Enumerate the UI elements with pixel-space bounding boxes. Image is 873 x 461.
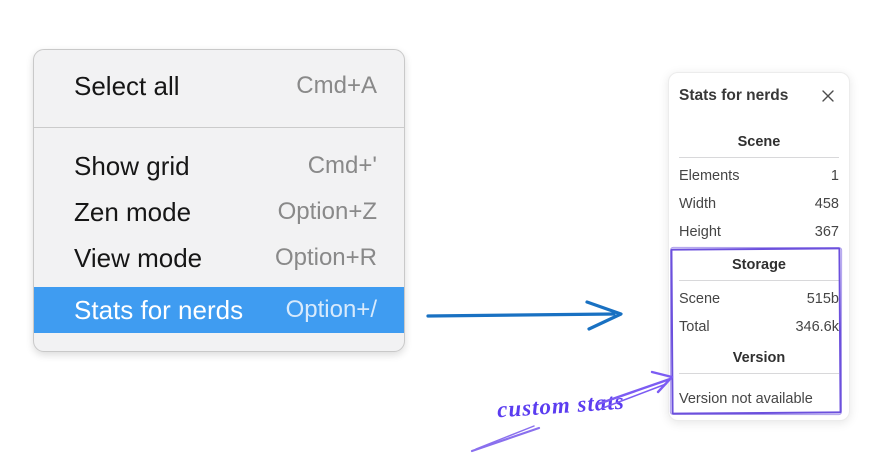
menu-item-label: Show grid — [74, 150, 190, 181]
stat-value: 458 — [814, 196, 839, 212]
stat-row-height: Height 367 — [679, 218, 839, 246]
stat-label: Width — [679, 196, 717, 212]
menu-item-stats-for-nerds[interactable]: Stats for nerds Option+/ — [34, 287, 404, 333]
stats-panel: Stats for nerds Scene Elements 1 Width 4… — [668, 72, 850, 421]
menu-item-label: Select all — [74, 70, 180, 101]
section-divider — [679, 157, 839, 158]
menu-item-label: Zen mode — [74, 196, 192, 227]
stat-value: 1 — [830, 168, 839, 184]
section-divider — [679, 373, 839, 374]
menu-item-label: View mode — [74, 242, 203, 273]
stat-value: 346.6k — [795, 319, 839, 335]
menu-item-shortcut: Option+R — [274, 244, 377, 271]
panel-title: Stats for nerds — [679, 87, 789, 104]
menu-item-shortcut: Cmd+A — [296, 72, 377, 99]
annotation-line-icon — [470, 425, 541, 453]
menu-item-shortcut: Option+/ — [285, 296, 377, 323]
scene-stats: Elements 1 Width 458 Height 367 — [679, 162, 839, 246]
menu-item-show-grid[interactable]: Show grid Cmd+' — [34, 143, 404, 189]
section-divider — [679, 280, 839, 281]
stat-row-elements: Elements 1 — [679, 162, 839, 190]
menu-item-select-all[interactable]: Select all Cmd+A — [34, 63, 404, 109]
stat-label: Total — [679, 319, 710, 335]
stat-label: Elements — [679, 168, 740, 184]
section-header-scene: Scene — [737, 134, 781, 150]
menu-item-label: Stats for nerds — [74, 294, 244, 325]
storage-stats: Scene 515b Total 346.6k — [679, 285, 839, 341]
context-menu: Select all Cmd+A Show grid Cmd+' Zen mod… — [33, 49, 405, 352]
menu-item-zen-mode[interactable]: Zen mode Option+Z — [34, 189, 404, 235]
stat-value: 515b — [806, 291, 839, 307]
stat-row-total-storage: Total 346.6k — [679, 313, 839, 341]
stat-row-width: Width 458 — [679, 190, 839, 218]
version-note: Version not available — [679, 391, 813, 407]
menu-divider — [34, 127, 404, 128]
stats-panel-header: Stats for nerds — [679, 83, 839, 109]
section-header-version: Version — [732, 350, 786, 366]
close-icon[interactable] — [821, 89, 835, 103]
custom-stats-annotation: custom stats — [496, 388, 626, 423]
stat-value: 367 — [814, 224, 839, 240]
section-header-storage: Storage — [732, 257, 786, 273]
flow-arrow-icon — [426, 300, 623, 331]
stat-label: Height — [679, 224, 721, 240]
stat-label: Scene — [679, 291, 721, 307]
menu-item-shortcut: Option+Z — [277, 198, 377, 225]
stat-row-scene-storage: Scene 515b — [679, 285, 839, 313]
menu-item-view-mode[interactable]: View mode Option+R — [34, 235, 404, 281]
menu-item-shortcut: Cmd+' — [307, 152, 377, 179]
